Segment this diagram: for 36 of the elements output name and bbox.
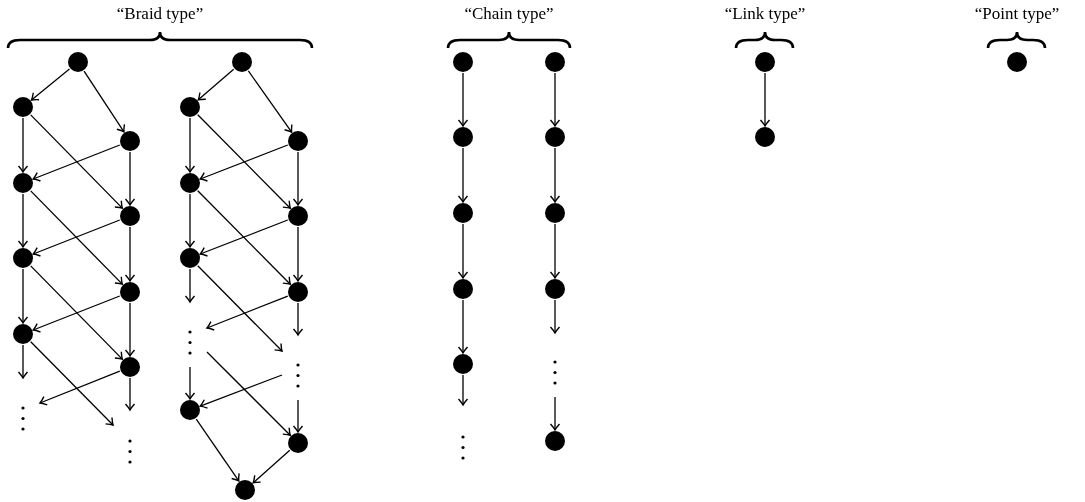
circle-node — [13, 173, 33, 193]
circle-node — [13, 324, 33, 344]
circle-node — [120, 357, 140, 377]
circle-node — [453, 279, 473, 299]
circle-node — [453, 203, 473, 223]
circle-node — [453, 354, 473, 374]
circle-node — [180, 173, 200, 193]
circle-node — [453, 52, 473, 72]
circle-node — [545, 203, 565, 223]
circle-node — [545, 431, 565, 451]
circle-node — [755, 52, 775, 72]
circle-node — [288, 282, 308, 302]
circle-node — [288, 433, 308, 453]
circle-node — [755, 127, 775, 147]
circle-node — [180, 400, 200, 420]
circle-node — [120, 131, 140, 151]
circle-node — [120, 282, 140, 302]
group-caption: “Point type” — [974, 4, 1060, 24]
circle-node — [545, 127, 565, 147]
circle-node — [288, 206, 308, 226]
group-caption: “Link type” — [724, 4, 806, 24]
circle-node — [232, 52, 252, 72]
circle-node — [13, 97, 33, 117]
circle-node — [1007, 52, 1027, 72]
circle-node — [120, 206, 140, 226]
circle-node — [180, 97, 200, 117]
group-caption: “Chain type” — [464, 4, 554, 24]
circle-node — [180, 248, 200, 268]
circle-node — [13, 248, 33, 268]
circle-node — [545, 52, 565, 72]
circle-node — [288, 131, 308, 151]
circle-node — [68, 52, 88, 72]
group-caption: “Braid type” — [116, 4, 204, 24]
circle-node — [545, 279, 565, 299]
circle-node — [453, 127, 473, 147]
circle-node — [235, 480, 255, 500]
